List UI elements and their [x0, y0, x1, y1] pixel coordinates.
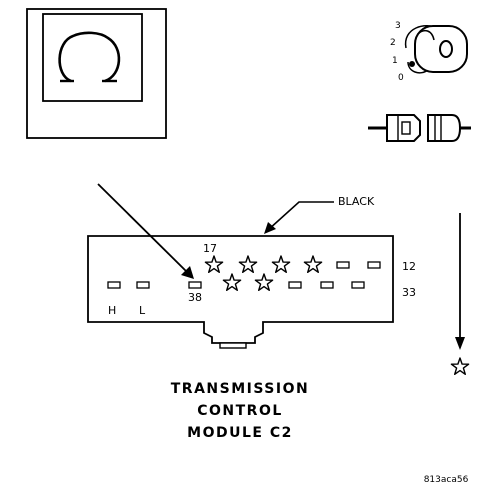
color-label-leader-line — [267, 201, 334, 231]
connector-c2-face: 17 12 38 33 H L — [87, 235, 416, 349]
terminal-slot — [351, 281, 365, 289]
terminal-slot — [367, 261, 381, 269]
pin-label-h: H — [108, 304, 116, 317]
pin-label-33: 33 — [402, 286, 416, 299]
terminal-slot — [107, 281, 121, 289]
terminal-slot — [320, 281, 334, 289]
caption-line-2: CONTROL — [197, 403, 283, 419]
terminal-slot — [336, 261, 350, 269]
connector-color-label: BLACK — [338, 195, 375, 208]
connector-disconnected-icon — [368, 114, 471, 142]
ground-lead-arrow — [450, 213, 470, 375]
ohmmeter — [26, 8, 167, 139]
caption-line-3: MODULE C2 — [187, 425, 293, 441]
connector-lock-tab — [219, 342, 247, 349]
star-ground-icon — [450, 357, 470, 375]
pin-label-12: 12 — [402, 260, 416, 273]
terminal-slot — [136, 281, 150, 289]
probe-lead-arrow — [97, 183, 194, 279]
terminal-slot — [288, 281, 302, 289]
pin-label-l: L — [139, 304, 146, 317]
ohm-symbol-icon — [58, 31, 121, 83]
ignition-position-2: 2 — [390, 38, 396, 48]
ohmmeter-display — [42, 13, 143, 102]
ignition-position-0: 0 — [398, 73, 404, 83]
color-label-leader-arrowhead — [264, 222, 276, 234]
ignition-position-3: 3 — [395, 21, 401, 31]
ignition-position-1: 1 — [392, 56, 398, 66]
terminal-pin-38 — [188, 281, 202, 289]
ignition-key-icon: 3 2 1 0 — [390, 21, 468, 83]
caption-line-1: TRANSMISSION — [171, 381, 309, 397]
figure-code: 813aca56 — [424, 475, 469, 485]
pin-label-17: 17 — [203, 242, 217, 255]
pin-label-38: 38 — [188, 291, 202, 304]
